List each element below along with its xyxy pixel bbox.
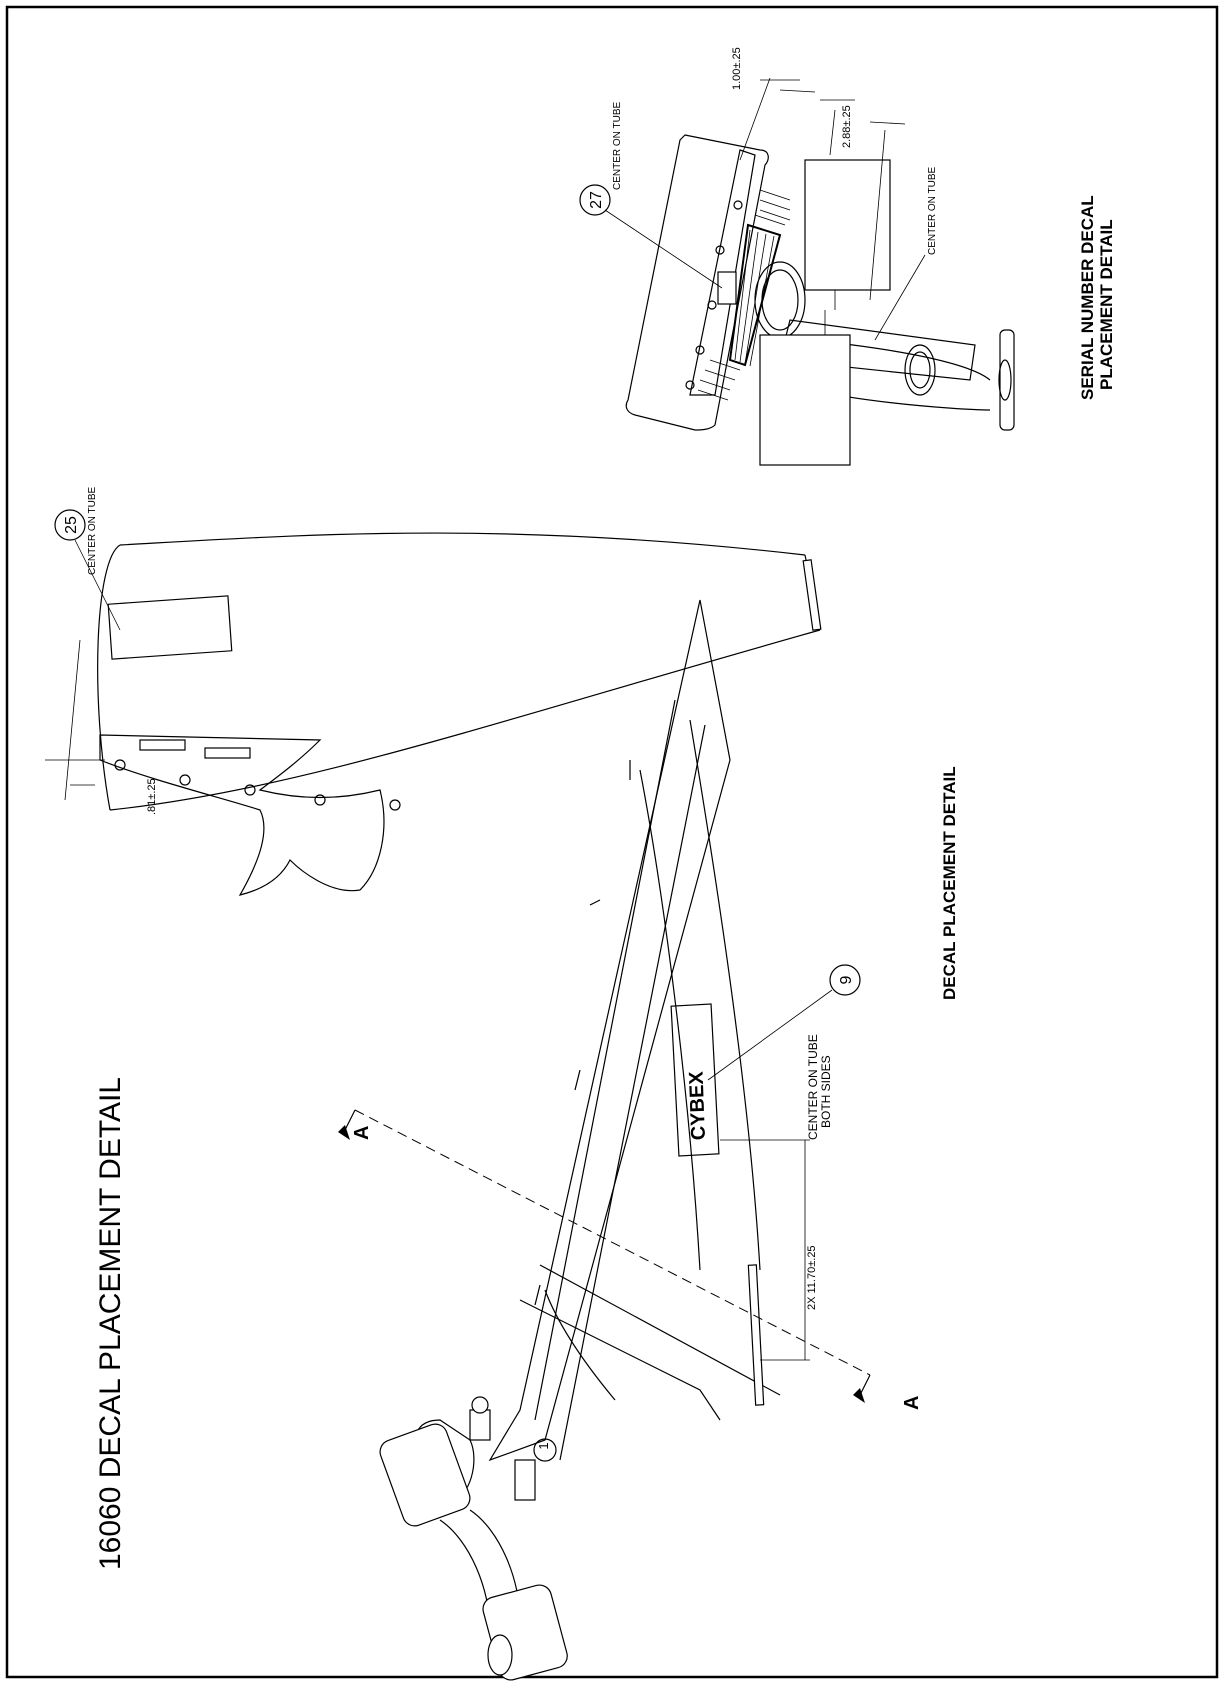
dim-11-70-text: 2X 11.70±.25 [806,1245,818,1310]
sheet-title: 16060 DECAL PLACEMENT DETAIL [94,1077,127,1570]
sheet-border [5,5,1219,1679]
balloon-27: 27 [588,191,605,209]
note-center-on-tube-serial: CENTER ON TUBE [927,167,938,255]
dimension-1-00: 1.00±.25 [731,47,816,161]
serial-detail-drawing [625,134,1015,466]
section-line-a: A A [338,1109,923,1410]
serial-detail-title-line1: SERIAL NUMBER DECAL [1078,195,1097,400]
serial-center-note: CENTER ON TUBE [874,167,938,341]
dimension-2-88: 2.88±.25 [820,99,906,301]
balloon-25: 25 [63,516,80,534]
note-center-on-tube-9: CENTER ON TUBE [806,1034,820,1140]
note-center-on-tube-25: CENTER ON TUBE [87,487,98,575]
balloon-9: 9 [838,975,855,984]
note-both-sides-9: BOTH SIDES [819,1055,833,1128]
serial-decal-hatch [697,189,791,401]
dimension-11-70: 2X 11.70±.25 [720,1139,818,1361]
decal-detail-title: DECAL PLACEMENT DETAIL [940,766,959,1000]
serial-detail-title-line2: PLACEMENT DETAIL [1097,219,1116,390]
dim-1-00-text: 1.00±.25 [731,47,743,90]
cybex-decal: CYBEX [670,1003,720,1157]
balloon-1: 1 [536,1442,551,1449]
cybex-logo-text: CYBEX [686,1070,710,1140]
section-marker-bottom: A [901,1396,923,1410]
dimension-81: .81±.25 [45,639,158,815]
dim-81-text: .81±.25 [146,778,158,815]
section-marker-top: A [351,1126,373,1140]
callout-27: 27 CENTER ON TUBE [579,102,723,289]
note-center-on-tube-27: CENTER ON TUBE [612,102,623,190]
main-assembly-drawing: CYBEX 1 [97,532,822,1681]
dim-2-88-text: 2.88±.25 [841,105,853,148]
callout-25: 25 CENTER ON TUBE [54,487,121,631]
callout-9: 9 CENTER ON TUBE BOTH SIDES [707,964,861,1140]
